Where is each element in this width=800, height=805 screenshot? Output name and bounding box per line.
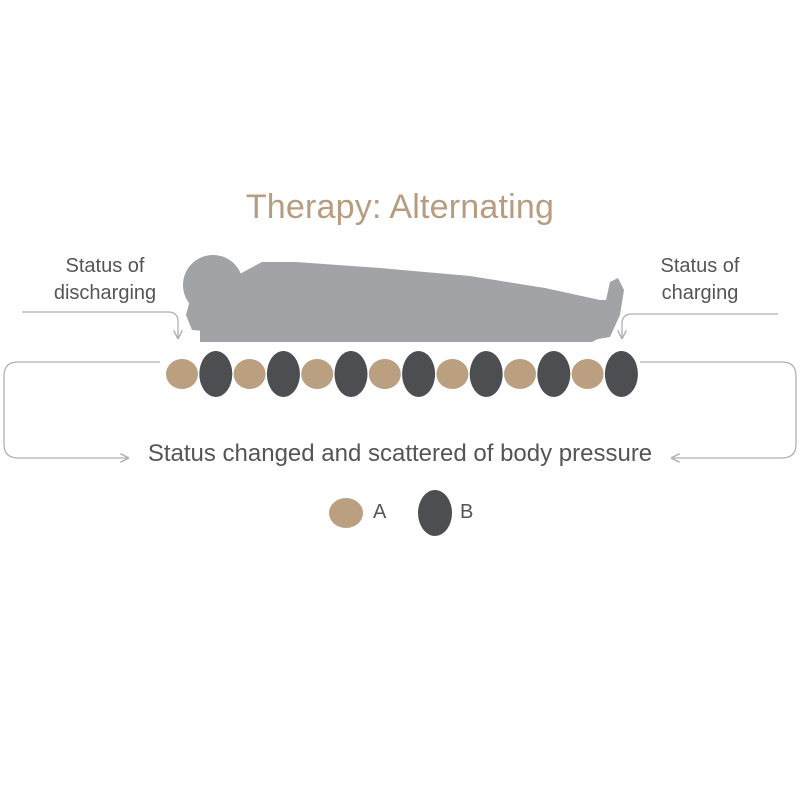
diagram-title: Therapy: Alternating — [245, 188, 555, 226]
discharging-label-line-1: Status of — [65, 255, 145, 277]
charging-label-line-2: charging — [661, 282, 739, 304]
right-loop-arrow — [640, 361, 797, 458]
left-loop-arrow — [3, 361, 160, 458]
charging-label-line-1: Status of — [660, 255, 740, 277]
discharging-label: Status of discharging — [40, 253, 170, 307]
air-cell-row — [166, 351, 638, 397]
legend-a-label: A — [373, 501, 387, 523]
charging-arrow — [622, 313, 778, 338]
pressure-caption: Status changed and scattered of body pre… — [147, 440, 653, 467]
air-cell-a — [436, 359, 469, 389]
air-cell-b — [469, 351, 503, 397]
air-cell-a — [504, 359, 536, 389]
air-cell-b — [266, 351, 300, 397]
legend-a-swatch — [329, 498, 363, 528]
legend-b-label: B — [460, 501, 474, 523]
discharging-label-line-2: discharging — [53, 282, 157, 304]
air-cell-b — [402, 351, 436, 397]
air-cell-a — [233, 359, 266, 389]
legend-b-swatch — [418, 490, 452, 536]
discharging-arrow — [22, 311, 178, 338]
lying-person-icon — [183, 255, 624, 342]
air-cell-a — [301, 359, 334, 389]
air-cell-b — [334, 351, 368, 397]
air-cell-a — [571, 359, 604, 389]
air-cell-b — [604, 351, 638, 397]
air-cell-b — [537, 351, 571, 397]
air-cell-a — [166, 359, 198, 389]
charging-label: Status of charging — [640, 253, 760, 307]
air-cell-a — [368, 359, 401, 389]
air-cell-b — [199, 351, 233, 397]
